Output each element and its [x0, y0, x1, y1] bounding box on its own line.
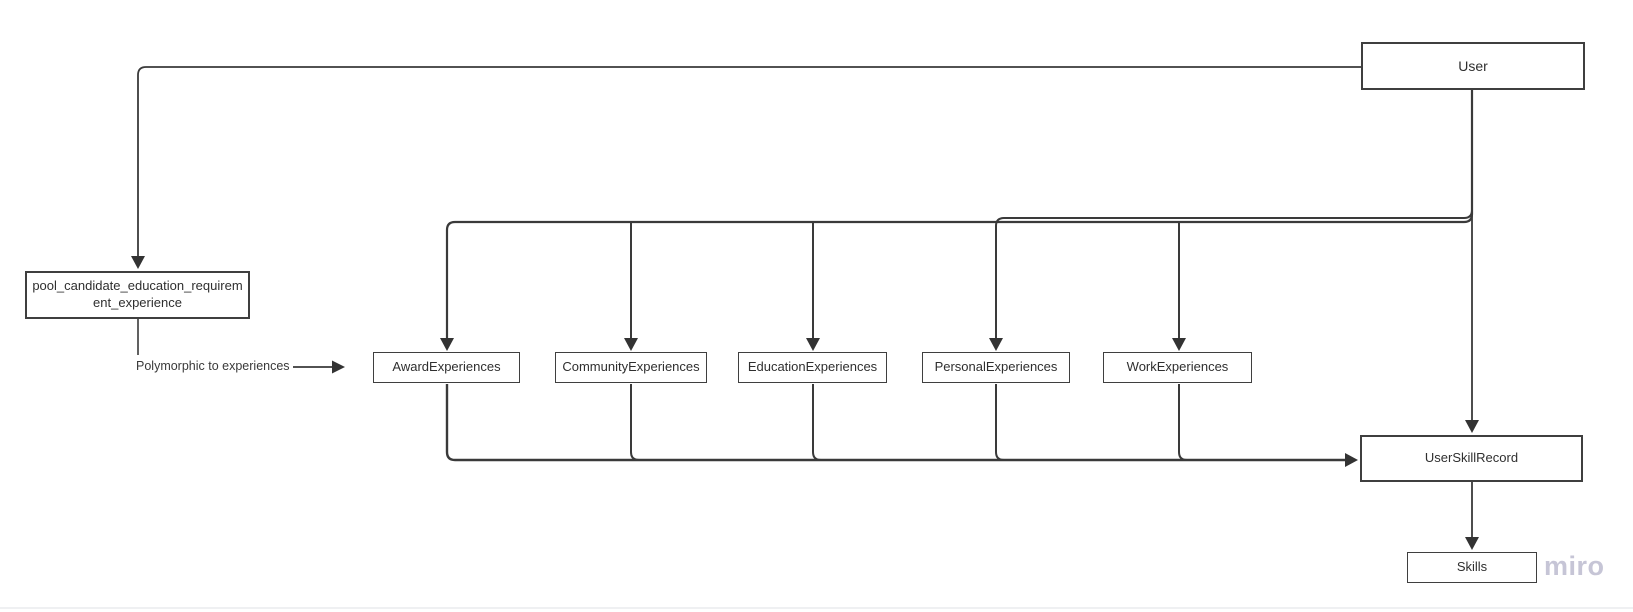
- arrowhead-down-icon: [624, 338, 638, 351]
- connector-userskillrecord-to-skills[interactable]: [1465, 482, 1479, 550]
- node-skills-label: Skills: [1456, 559, 1488, 575]
- connector-pool-to-polymorphic-label[interactable]: [137, 319, 345, 374]
- node-education-experiences[interactable]: EducationExperiences: [738, 352, 887, 383]
- arrowhead-down-icon: [989, 338, 1003, 351]
- connector-user-to-work[interactable]: [1172, 222, 1186, 351]
- node-personal-label: PersonalExperiences: [934, 359, 1058, 375]
- node-personal-experiences[interactable]: PersonalExperiences: [922, 352, 1070, 383]
- node-user-label: User: [1458, 57, 1488, 74]
- connector-user-to-pool[interactable]: [131, 66, 1361, 269]
- edge-label-polymorphic[interactable]: Polymorphic to experiences: [136, 359, 290, 373]
- node-pool-label: pool_candidate_education_requirement_exp…: [32, 278, 243, 310]
- connector-user-to-personal[interactable]: [989, 90, 1473, 351]
- node-education-label: EducationExperiences: [747, 359, 878, 375]
- node-user[interactable]: User: [1361, 42, 1585, 90]
- node-award-experiences[interactable]: AwardExperiences: [373, 352, 520, 383]
- arrowhead-down-icon: [1172, 338, 1186, 351]
- node-community-experiences[interactable]: CommunityExperiences: [555, 352, 707, 383]
- connector-user-to-community[interactable]: [624, 222, 638, 351]
- node-user-skill-record[interactable]: UserSkillRecord: [1360, 435, 1583, 482]
- bottom-edge-divider: [0, 607, 1633, 609]
- node-community-label: CommunityExperiences: [562, 359, 700, 375]
- arrowhead-right-icon: [1345, 453, 1358, 467]
- node-award-label: AwardExperiences: [392, 359, 501, 375]
- arrowhead-down-icon: [806, 338, 820, 351]
- arrowhead-down-icon: [131, 256, 145, 269]
- node-user-skill-record-label: UserSkillRecord: [1424, 450, 1519, 466]
- connector-user-to-award[interactable]: [440, 90, 1474, 351]
- connector-community-to-userskillrecord[interactable]: [630, 384, 640, 461]
- node-skills[interactable]: Skills: [1407, 552, 1537, 583]
- connector-personal-to-userskillrecord[interactable]: [995, 384, 1005, 461]
- arrowhead-down-icon: [1465, 420, 1479, 433]
- arrowhead-down-icon: [1465, 537, 1479, 550]
- node-work-experiences[interactable]: WorkExperiences: [1103, 352, 1252, 383]
- connector-education-to-userskillrecord[interactable]: [812, 384, 822, 461]
- connector-user-to-education[interactable]: [806, 222, 820, 351]
- node-pool-candidate-education-requirement-experience[interactable]: pool_candidate_education_requirement_exp…: [25, 271, 250, 319]
- arrowhead-down-icon: [440, 338, 454, 351]
- miro-watermark-logo[interactable]: miro: [1544, 551, 1605, 581]
- node-work-label: WorkExperiences: [1126, 359, 1229, 375]
- arrowhead-right-icon: [332, 360, 345, 374]
- connector-work-to-userskillrecord[interactable]: [1178, 384, 1188, 461]
- connector-award-to-userskillrecord[interactable]: [445, 384, 1358, 467]
